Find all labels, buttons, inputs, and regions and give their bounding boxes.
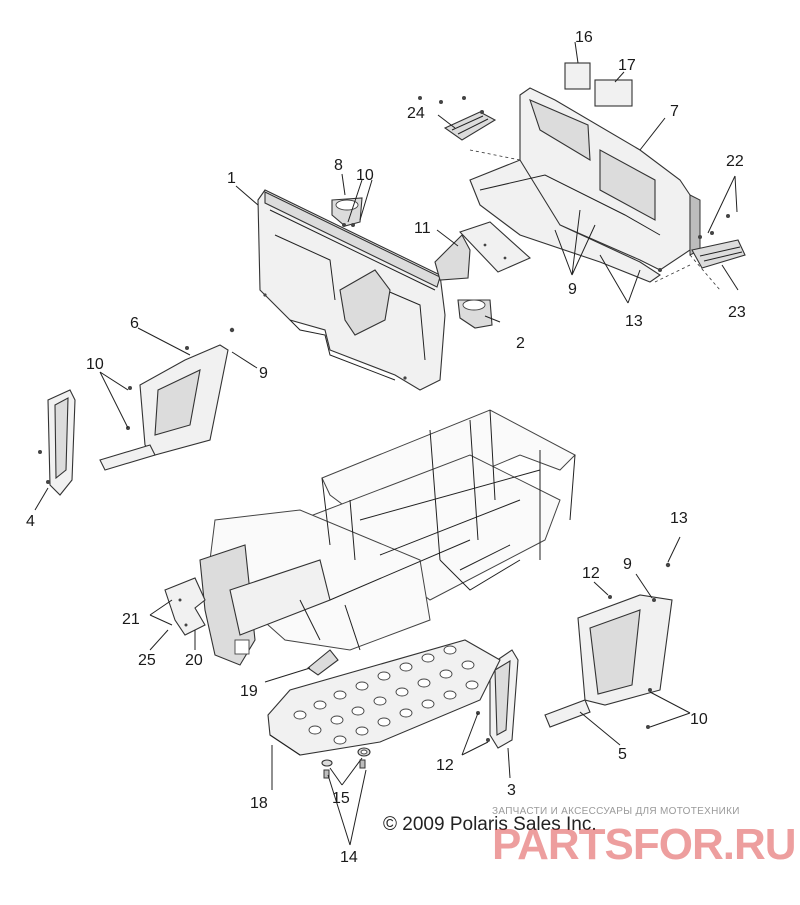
fasteners: [38, 96, 730, 742]
callout-labels: 1 2 3 4 5 6 7 8 9 9 9 10 10 10 11 12 12 …: [26, 29, 746, 866]
label-9-right: 9: [623, 556, 632, 573]
part-18-floor-plate: [267, 639, 501, 756]
part-1-front-panel: [257, 189, 446, 391]
part-24-hinge: [443, 111, 497, 141]
label-10-left: 10: [86, 356, 104, 373]
part-4-post: [47, 389, 76, 496]
part-2-cup-holder: [457, 299, 493, 329]
label-9-rear: 9: [568, 281, 577, 298]
part-14-15-grommets: [321, 747, 371, 779]
label-25: 25: [138, 652, 156, 669]
label-13-right: 13: [670, 510, 688, 527]
label-19: 19: [240, 683, 258, 700]
label-24: 24: [407, 105, 425, 122]
label-10-right: 10: [690, 711, 708, 728]
part-16-decal: [564, 62, 591, 90]
label-9-left: 9: [259, 365, 268, 382]
label-7: 7: [670, 103, 679, 120]
part-8-cup-holder: [331, 197, 363, 227]
label-6: 6: [130, 315, 139, 332]
floor-holes: [293, 645, 479, 745]
label-14: 14: [340, 849, 358, 866]
label-1: 1: [227, 170, 236, 187]
leader-lines: [34, 41, 739, 846]
label-11: 11: [414, 220, 431, 237]
label-8: 8: [334, 157, 343, 174]
label-4: 4: [26, 513, 35, 530]
label-15: 15: [332, 790, 350, 807]
label-10-top: 10: [356, 167, 374, 184]
copyright-text: © 2009 Polaris Sales Inc.: [383, 814, 597, 835]
part-7-rear-panel: [469, 87, 701, 283]
label-20: 20: [185, 652, 203, 669]
part-6-left-panel: [99, 344, 229, 471]
part-23-hinge: [691, 239, 746, 269]
watermark-tagline: ЗАПЧАСТИ И АКСЕССУАРЫ ДЛЯ МОТОТЕХНИКИ: [492, 806, 740, 817]
label-12-bottom: 12: [436, 757, 454, 774]
label-2: 2: [516, 335, 525, 352]
part-11-bracket: [434, 221, 532, 281]
label-21: 21: [122, 611, 140, 628]
label-18: 18: [250, 795, 268, 812]
part-17-decal: [594, 79, 633, 107]
part-20-gasket: [164, 577, 206, 636]
watermark-brand: PARTSFOR.RU: [492, 820, 797, 869]
vehicle-frame: [199, 409, 576, 666]
part-3-post: [489, 649, 519, 749]
dashed-guides: [469, 149, 721, 291]
part-5-right-panel: [544, 594, 673, 728]
label-23: 23: [728, 304, 746, 321]
label-22: 22: [726, 153, 744, 170]
label-12-right: 12: [582, 565, 600, 582]
part-19-bracket: [307, 649, 339, 676]
label-17: 17: [618, 57, 636, 74]
label-16: 16: [575, 29, 593, 46]
label-5: 5: [618, 746, 627, 763]
label-13-rear: 13: [625, 313, 643, 330]
label-3: 3: [507, 782, 516, 799]
